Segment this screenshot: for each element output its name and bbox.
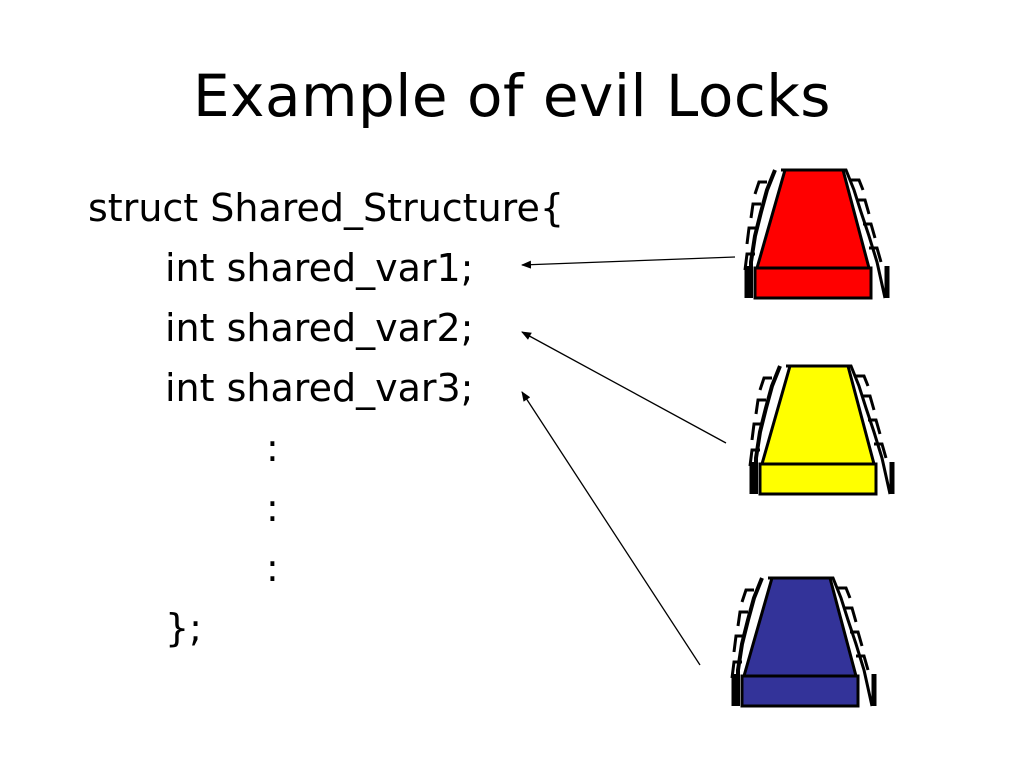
code-line-struct-close: }; — [165, 606, 202, 650]
slide-title: Example of evil Locks — [192, 62, 832, 130]
code-line-ellipsis-1: : — [266, 426, 279, 470]
code-line-ellipsis-2: : — [266, 486, 279, 530]
code-line-ellipsis-3: : — [266, 546, 279, 590]
code-line-struct-open: struct Shared_Structure{ — [88, 186, 565, 230]
code-line-shared-var1: int shared_var1; — [165, 246, 474, 290]
code-line-shared-var2: int shared_var2; — [165, 306, 474, 350]
code-line-shared-var3: int shared_var3; — [165, 366, 474, 410]
